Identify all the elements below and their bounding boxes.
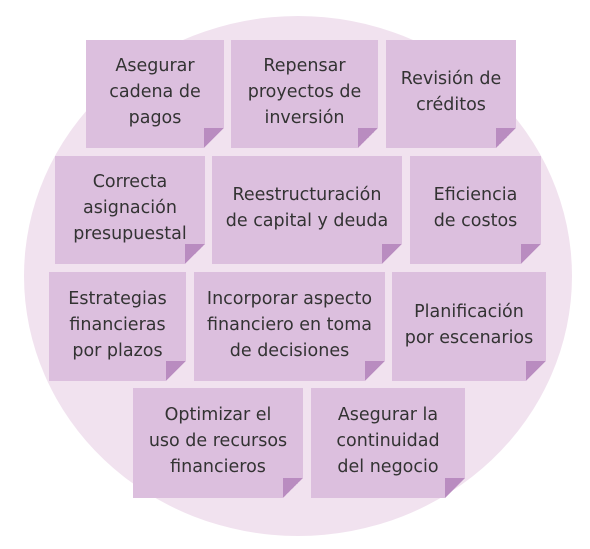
note-label: Asegurar la continuidad del negocio [336,405,440,477]
note-label: Asegurar cadena de pagos [109,56,201,128]
note-incorporar-aspecto: Incorporar aspecto financiero en toma de… [194,272,385,381]
note-asegurar-cadena-de-pagos: Asegurar cadena de pagos [86,40,224,148]
note-label: Correcta asignación presupuestal [73,172,187,244]
note-planificacion-escenarios: Planificación por escenarios [392,272,546,381]
note-label: Reestructuración de capital y deuda [225,185,389,231]
note-label: Optimizar el uso de recursos financieros [148,405,288,477]
note-label: Estrategias financieras por plazos [68,288,167,361]
folded-corner-icon [445,478,465,498]
note-label: Eficiencia de costos [433,185,518,231]
note-label: Repensar proyectos de inversión [247,56,362,128]
note-eficiencia-de-costos: Eficiencia de costos [410,156,541,264]
note-revision-de-creditos: Revisión de créditos [386,40,516,148]
note-reestructuracion: Reestructuración de capital y deuda [212,156,402,264]
note-label: Incorporar aspecto financiero en toma de… [206,288,373,361]
note-repensar-proyectos: Repensar proyectos de inversión [231,40,378,148]
note-correcta-asignacion: Correcta asignación presupuestal [55,156,205,264]
note-estrategias-financieras: Estrategias financieras por plazos [49,272,186,381]
note-optimizar-recursos: Optimizar el uso de recursos financieros [133,388,303,498]
note-continuidad-negocio: Asegurar la continuidad del negocio [311,388,465,498]
note-label: Planificación por escenarios [404,301,534,348]
note-label: Revisión de créditos [400,69,502,115]
